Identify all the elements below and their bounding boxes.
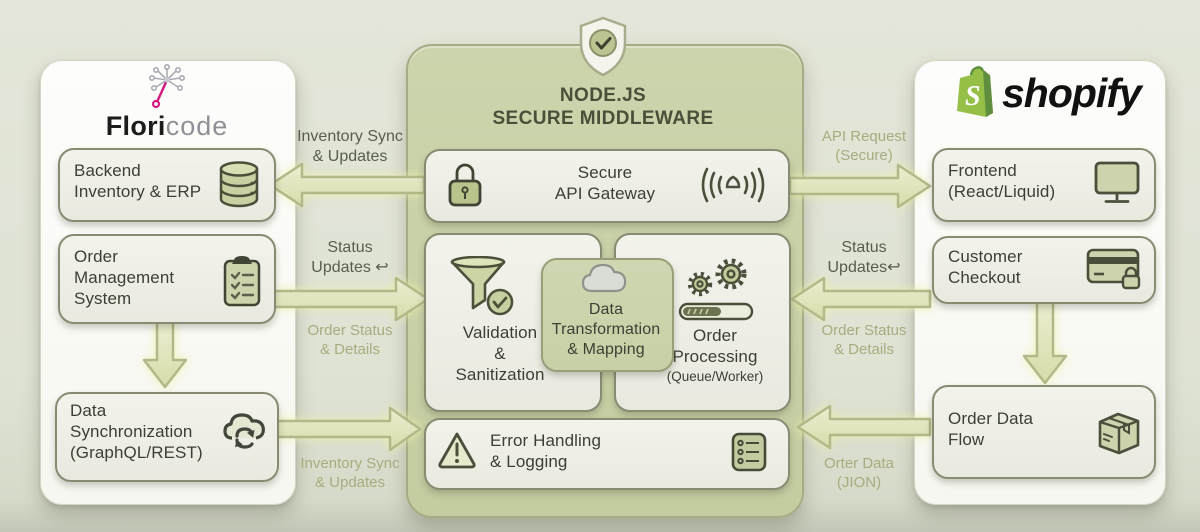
backend-inventory-erp-label: Backend Inventory & ERP (74, 161, 202, 201)
label-inventory-sync-top: Inventory Sync & Updates (297, 128, 403, 165)
label-status-updates-right: Status Updates↩ (827, 239, 901, 276)
shopify-bag-icon: S (952, 64, 998, 123)
credit-card-lock-icon (1086, 246, 1144, 295)
lock-icon (446, 156, 484, 215)
label-order-status-right: Order Status & Details (821, 322, 907, 358)
validation-sanitization-label: Validation & Sanitization (455, 323, 545, 384)
shopify-logo: S shopify (914, 62, 1164, 124)
arrow-orderdata-to-middleware (796, 404, 932, 450)
data-synchronization-label: Data Synchronization (GraphQL/REST) (70, 401, 203, 462)
log-list-icon (731, 432, 767, 477)
label-inventory-sync-bottom: Inventory Sync & Updates (300, 455, 400, 491)
warning-triangle-icon (436, 430, 478, 475)
database-icon (218, 160, 260, 213)
order-management-system-label: Order Management System (74, 247, 175, 308)
middleware-title-line2: SECURE MIDDLEWARE (492, 108, 714, 129)
customer-checkout-label: Customer Checkout (948, 247, 1023, 287)
arrow-inventory-sync-from-datasync (275, 406, 422, 452)
data-transformation-label: Data Transformation & Mapping (551, 301, 661, 358)
order-processing-label: Order Processing (672, 326, 758, 366)
shopify-wordmark: shopify (1002, 70, 1142, 116)
svg-text:S: S (965, 81, 981, 112)
label-status-updates-left: Status Updates ↩ (311, 239, 389, 276)
cloud-sync-icon (222, 408, 268, 455)
error-handling-box (424, 418, 790, 490)
label-order-status-left: Order Status & Details (307, 322, 393, 358)
label-api-request: API Request (Secure) (821, 128, 907, 164)
frontend-label: Frontend (React/Liquid) (948, 161, 1056, 201)
secure-shield-icon (576, 16, 630, 83)
package-icon (1093, 407, 1143, 460)
broadcast-signal-icon (700, 167, 766, 208)
arrow-status-updates-from-checkout (790, 276, 932, 322)
clipboard-checklist-icon (222, 254, 262, 313)
funnel-check-icon (448, 255, 516, 327)
error-handling-label: Error Handling & Logging (490, 431, 602, 471)
middleware-title-line1: NODE.JS (559, 85, 647, 106)
order-processing-sublabel: (Queue/Worker) (666, 369, 764, 384)
secure-api-gateway-label: Secure API Gateway (554, 163, 656, 203)
queue-progress-icon (678, 302, 754, 327)
middleware-title: NODE.JS SECURE MIDDLEWARE (406, 84, 800, 130)
order-data-flow-label: Order Data Flow (948, 409, 1034, 449)
monitor-icon (1093, 160, 1141, 211)
gears-icon (680, 254, 754, 305)
label-order-data: Orter Data (JION) (823, 455, 895, 491)
floricode-logo: Floricode (40, 63, 294, 141)
arrow-api-request-to-shopify (788, 163, 932, 209)
floricode-mark-icon (149, 63, 185, 109)
floricode-wordmark: Floricode (105, 111, 229, 141)
cloud-icon (580, 262, 632, 299)
